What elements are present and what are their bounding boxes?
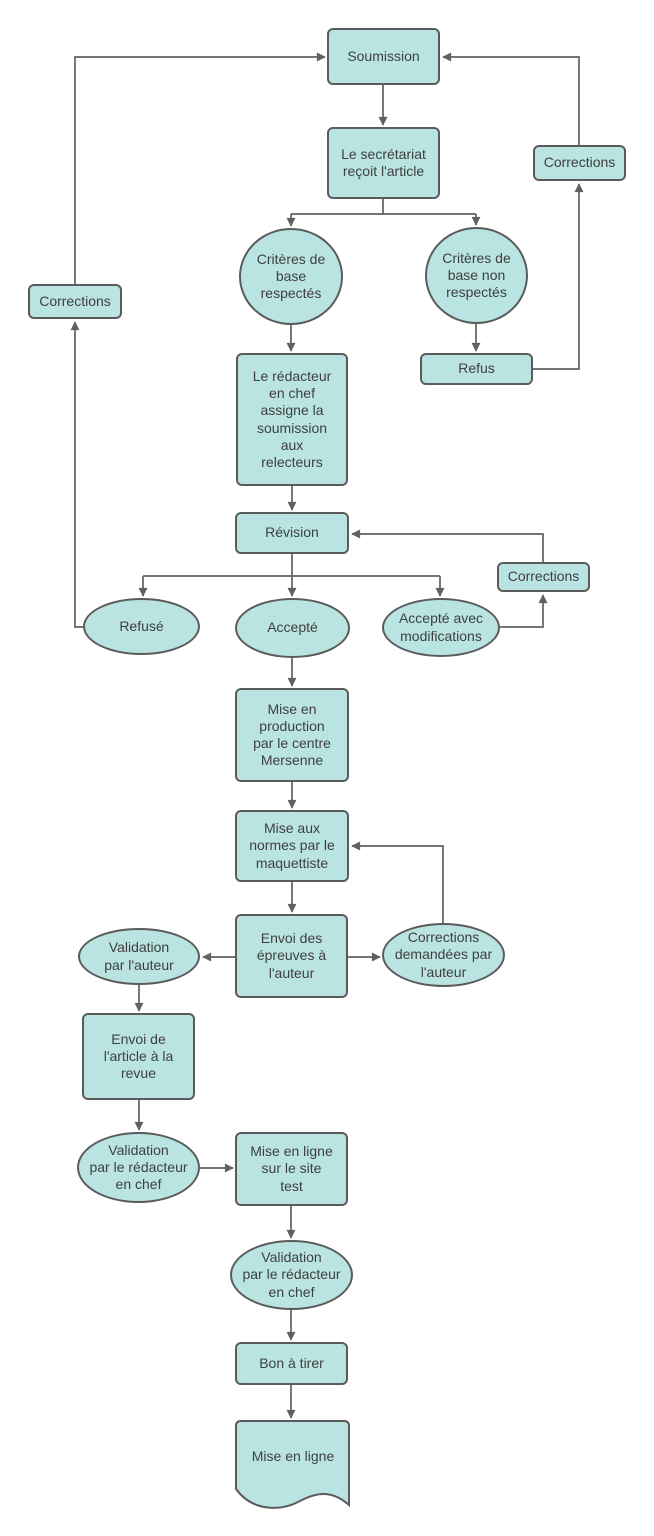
node-validation-redacteur-2: Validation par le rédacteur en chef <box>230 1240 353 1310</box>
node-mise-normes: Mise aux normes par le maquettiste <box>235 810 349 882</box>
node-mise-production: Mise en production par le centre Mersenn… <box>235 688 349 782</box>
node-mise-ligne-test: Mise en ligne sur le site test <box>235 1132 348 1206</box>
node-validation-redacteur-1: Validation par le rédacteur en chef <box>77 1132 200 1203</box>
node-criteres-respectes-label: Critères de base respectés <box>256 250 326 302</box>
node-corrections-left-label: Corrections <box>39 292 111 309</box>
node-refus-label: Refus <box>458 360 495 377</box>
node-validation-redacteur-2-label: Validation par le rédacteur en chef <box>242 1249 341 1300</box>
node-mise-ligne-test-label: Mise en ligne sur le site test <box>250 1143 333 1194</box>
node-refuse: Refusé <box>83 598 200 655</box>
node-criteres-non-respectes-label: Critères de base non respectés <box>442 249 511 301</box>
node-envoi-epreuves-label: Envoi des épreuves à l'auteur <box>256 930 327 981</box>
document-shape <box>235 1420 350 1509</box>
node-criteres-respectes: Critères de base respectés <box>239 228 343 325</box>
node-accepte-modifications-label: Accepté avec modifications <box>398 610 484 644</box>
edge-corrections-revision <box>351 529 544 562</box>
node-corrections-left: Corrections <box>28 284 122 319</box>
node-refus: Refus <box>420 353 533 385</box>
node-accepte-modifications: Accepté avec modifications <box>382 598 500 657</box>
node-revision: Révision <box>235 512 349 554</box>
node-mise-en-ligne-label: Mise en ligne <box>251 1448 335 1464</box>
node-validation-redacteur-1-label: Validation par le rédacteur en chef <box>89 1141 188 1193</box>
node-corrections-demandees: Corrections demandées par l'auteur <box>382 923 505 987</box>
edge-refus-corrections <box>533 183 584 370</box>
node-accepte: Accepté <box>235 598 350 658</box>
node-redacteur-assigne: Le rédacteur en chef assigne la soumissi… <box>236 353 348 486</box>
node-secretariat-label: Le secrétariat reçoit l'article <box>341 145 426 179</box>
node-envoi-epreuves: Envoi des épreuves à l'auteur <box>235 914 348 998</box>
edge-refuse-corrections-left <box>70 321 83 628</box>
edge-corrections-demandees-normes <box>351 841 444 923</box>
edge-accepte-modifications-corrections <box>500 594 548 628</box>
node-bon-a-tirer: Bon à tirer <box>235 1342 348 1385</box>
node-secretariat: Le secrétariat reçoit l'article <box>327 127 440 199</box>
node-bon-a-tirer-label: Bon à tirer <box>259 1354 324 1371</box>
node-envoi-revue-label: Envoi de l'article à la revue <box>103 1030 174 1082</box>
node-mise-en-ligne: Mise en ligne <box>235 1420 351 1512</box>
node-corrections-top-right-label: Corrections <box>543 154 616 171</box>
node-refuse-label: Refusé <box>119 617 164 634</box>
node-mise-production-label: Mise en production par le centre Mersenn… <box>253 700 331 769</box>
node-criteres-non-respectes: Critères de base non respectés <box>425 227 528 324</box>
node-validation-auteur: Validation par l'auteur <box>78 928 200 985</box>
node-accepte-label: Accepté <box>267 619 318 636</box>
node-corrections-demandees-label: Corrections demandées par l'auteur <box>394 929 493 980</box>
node-validation-auteur-label: Validation par l'auteur <box>104 939 174 973</box>
node-mise-normes-label: Mise aux normes par le maquettiste <box>249 820 335 871</box>
node-soumission-label: Soumission <box>347 47 420 64</box>
node-redacteur-assigne-label: Le rédacteur en chef assigne la soumissi… <box>252 368 332 470</box>
node-corrections-revision: Corrections <box>497 562 590 592</box>
node-soumission: Soumission <box>327 28 440 85</box>
node-envoi-revue: Envoi de l'article à la revue <box>82 1013 195 1100</box>
node-corrections-top-right: Corrections <box>533 145 626 181</box>
edge-corrections-soumission-right <box>442 52 580 145</box>
edge-corrections-left-soumission <box>74 52 326 284</box>
node-revision-label: Révision <box>265 524 319 541</box>
node-corrections-revision-label: Corrections <box>507 568 580 585</box>
